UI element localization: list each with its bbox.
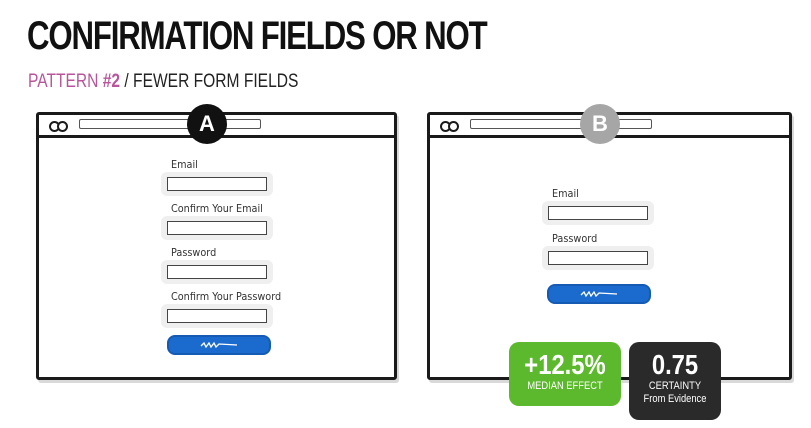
password-field[interactable]	[548, 251, 648, 265]
submit-button[interactable]	[167, 335, 271, 355]
window-control-icon	[57, 121, 68, 132]
confirm-email-label: Confirm Your Email	[171, 202, 263, 215]
median-effect-label: MEDIAN EFFECT	[527, 380, 603, 392]
median-effect-card: +12.5% MEDIAN EFFECT	[509, 342, 621, 406]
email-field-wrap	[161, 172, 273, 196]
subtitle-description: / FEWER FORM FIELDS	[124, 71, 299, 92]
certainty-card: 0.75 CERTAINTY From Evidence	[629, 342, 721, 420]
certainty-source: From Evidence	[643, 393, 707, 405]
password-field-wrap	[542, 246, 654, 270]
password-label: Password	[171, 246, 217, 259]
confirm-email-field[interactable]	[167, 221, 267, 235]
browser-window-a: Email Confirm Your Email Password Confir…	[36, 112, 397, 380]
address-bar[interactable]	[79, 119, 261, 129]
submit-button[interactable]	[547, 284, 651, 304]
certainty-label: CERTAINTY	[648, 380, 702, 392]
subtitle-pattern-number: #2	[102, 71, 121, 92]
password-field-wrap	[161, 260, 273, 284]
email-field-wrap	[542, 201, 654, 225]
variant-b-badge: B	[580, 104, 620, 144]
median-effect-value: +12.5%	[524, 349, 606, 380]
password-label: Password	[552, 232, 598, 245]
subtitle-pattern: PATTERN	[28, 71, 99, 92]
scribble-label-icon	[580, 290, 618, 298]
confirm-password-field-wrap	[161, 304, 273, 328]
browser-window-b: Email Password	[427, 112, 792, 380]
email-label: Email	[171, 158, 198, 171]
address-bar[interactable]	[470, 119, 652, 129]
confirm-email-field-wrap	[161, 216, 273, 240]
page-title: CONFIRMATION FIELDS OR NOT	[27, 14, 488, 58]
window-control-icon	[448, 121, 459, 132]
email-field[interactable]	[548, 206, 648, 220]
scribble-label-icon	[200, 341, 238, 349]
confirm-password-field[interactable]	[167, 309, 267, 323]
confirm-password-label: Confirm Your Password	[171, 290, 282, 303]
email-label: Email	[552, 187, 579, 200]
email-field[interactable]	[167, 177, 267, 191]
certainty-value: 0.75	[651, 349, 699, 380]
variant-a-badge: A	[187, 104, 227, 144]
page-subtitle: PATTERN #2 / FEWER FORM FIELDS	[28, 70, 298, 94]
password-field[interactable]	[167, 265, 267, 279]
